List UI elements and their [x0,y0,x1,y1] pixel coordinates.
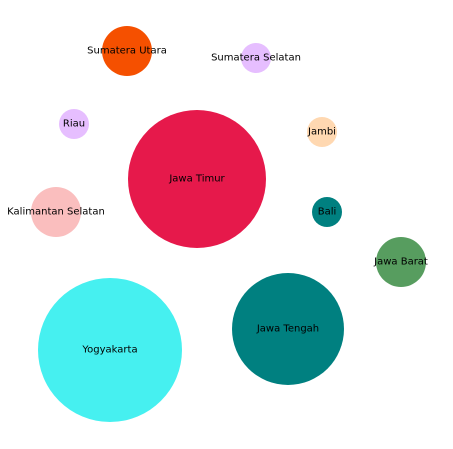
bubble-jawa-tengah [232,273,344,385]
bubble-label-yogyakarta: Yogyakarta [81,345,137,356]
bubble-kalimantan-selatan [31,187,81,237]
bubble-sumatera-utara [102,26,152,76]
bubble-sumatera-selatan [241,43,271,73]
bubble-bali [312,197,342,227]
bubble-label-sumatera-selatan: Sumatera Selatan [211,53,301,64]
bubble-label-riau: Riau [63,119,85,130]
bubble-jawa-barat [376,237,426,287]
bubble-jambi [307,117,337,147]
bubble-label-sumatera-utara: Sumatera Utara [87,46,167,57]
bubble-label-jawa-barat: Jawa Barat [373,257,428,268]
bubble-label-jambi: Jambi [307,127,336,138]
bubble-label-jawa-timur: Jawa Timur [168,174,225,185]
bubble-yogyakarta [38,278,182,422]
bubble-label-jawa-tengah: Jawa Tengah [256,324,319,335]
bubble-jawa-timur [128,110,266,248]
bubble-riau [59,109,89,139]
bubble-label-kalimantan-selatan: Kalimantan Selatan [7,207,105,218]
bubble-label-bali: Bali [318,207,337,218]
